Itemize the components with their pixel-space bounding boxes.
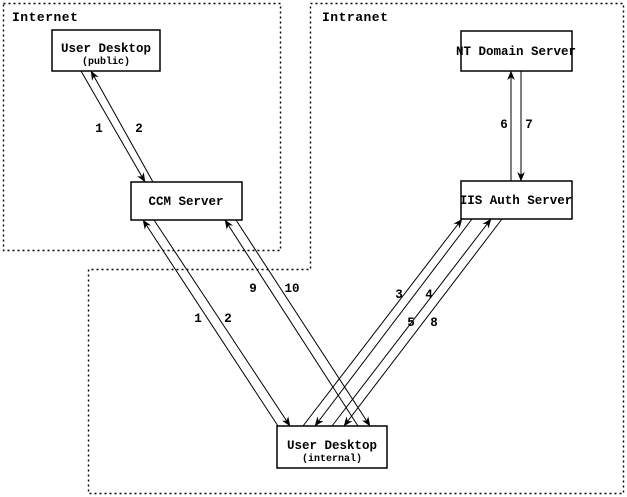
nt-domain-server-label: NT Domain Server xyxy=(456,45,576,59)
user-desktop-internal-box xyxy=(276,425,388,469)
node-ccm-server: CCM Server xyxy=(130,181,243,221)
ccm-server-box xyxy=(130,181,243,221)
edge-label-5: 5 xyxy=(407,316,415,330)
edge-line-desktop-public-to-ccm xyxy=(80,70,146,183)
user-desktop-public-box xyxy=(51,29,161,72)
edge-label-2a: 2 xyxy=(135,122,143,136)
iis-auth-server-label: IIS Auth Server xyxy=(460,194,573,208)
edge-label-6: 6 xyxy=(500,118,508,132)
edge-line-desktop-internal-to-iis-5 xyxy=(331,218,492,427)
edge-label-7: 7 xyxy=(525,118,533,132)
edge-line-iis-to-desktop-internal-8 xyxy=(343,218,503,427)
intranet-zone-label: Intranet xyxy=(322,10,388,25)
edge-label-10: 10 xyxy=(284,282,299,296)
edge-label-2b: 2 xyxy=(224,312,232,326)
node-user-desktop-public: User Desktop (public) xyxy=(51,29,161,72)
nt-domain-server-box xyxy=(460,30,573,72)
node-user-desktop-internal: User Desktop (internal) xyxy=(276,425,388,469)
edge-line-desktop-internal-to-iis-3 xyxy=(302,218,463,427)
edge-labels: 1 2 1 2 9 10 3 4 5 8 6 7 xyxy=(95,118,533,330)
intranet-zone-border xyxy=(87,2,625,495)
edge-line-iis-to-desktop-internal-4 xyxy=(314,218,473,427)
ccm-server-label: CCM Server xyxy=(148,195,223,209)
edge-label-8: 8 xyxy=(430,316,438,330)
user-desktop-internal-label: User Desktop xyxy=(287,439,377,453)
edge-label-4: 4 xyxy=(425,288,433,302)
user-desktop-internal-sublabel: (internal) xyxy=(302,453,362,465)
user-desktop-public-label: User Desktop xyxy=(61,42,151,56)
edge-label-1a: 1 xyxy=(95,122,103,136)
edge-label-3: 3 xyxy=(395,288,403,302)
iis-auth-server-box xyxy=(460,180,573,220)
node-nt-domain-server: NT Domain Server xyxy=(456,30,576,72)
edge-line-ccm-to-desktop-public xyxy=(90,70,154,183)
edge-label-9: 9 xyxy=(249,282,257,296)
edge-line-desktop-internal-to-ccm-9 xyxy=(224,219,359,427)
user-desktop-public-sublabel: (public) xyxy=(82,56,130,68)
node-iis-auth-server: IIS Auth Server xyxy=(460,180,573,220)
internet-zone-label: Internet xyxy=(12,10,78,25)
edge-label-1b: 1 xyxy=(194,312,202,326)
edge-line-desktop-internal-to-ccm-1 xyxy=(142,219,279,427)
edges xyxy=(80,70,525,427)
edge-line-ccm-to-desktop-internal-2 xyxy=(153,219,291,427)
edge-line-ccm-to-desktop-internal-10 xyxy=(235,219,371,427)
